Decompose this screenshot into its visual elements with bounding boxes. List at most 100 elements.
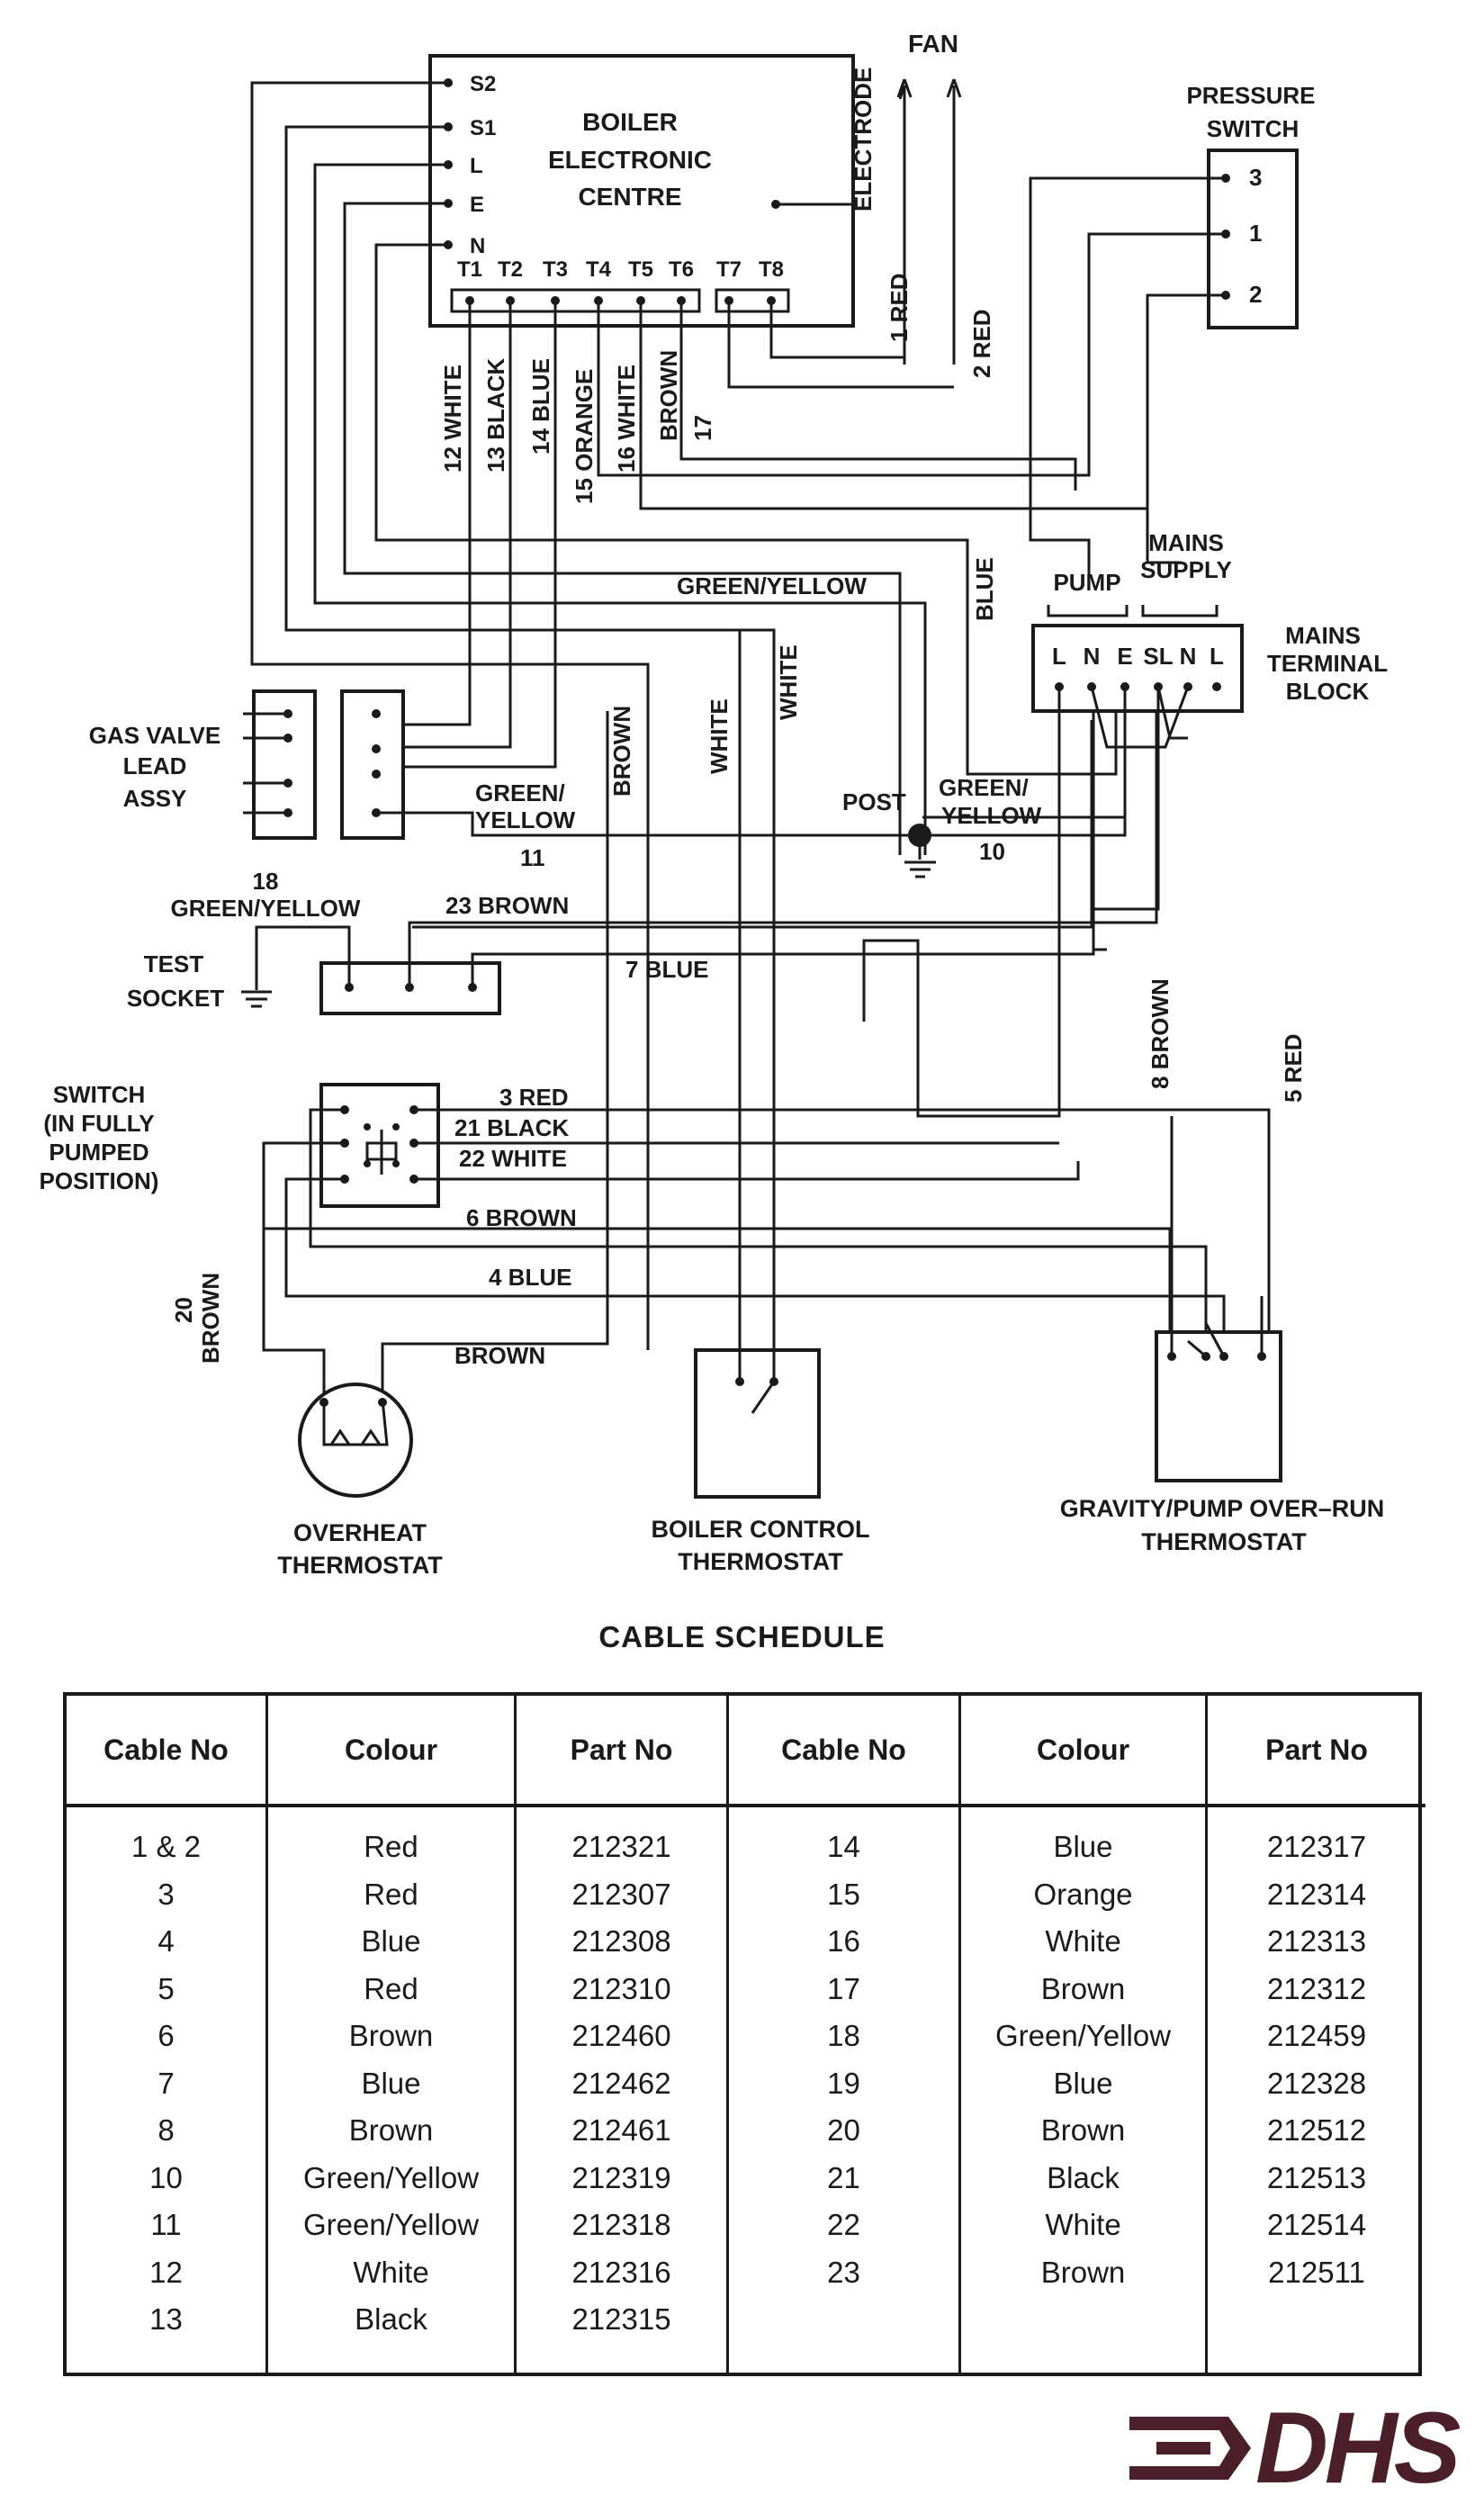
schedule-cell-colour: Green/Yellow: [302, 2160, 480, 2194]
schedule-cell-part: 212308: [571, 1924, 671, 1959]
schedule-cell-cable: 13: [149, 2302, 183, 2337]
schedule-cell-part: 212315: [571, 2302, 671, 2337]
post-terminal: [908, 824, 931, 847]
schedule-cell-colour: Black: [1047, 2160, 1120, 2194]
wiring-diagram: BOILER ELECTRONIC CENTRE S2 S1 L E N T1 …: [40, 30, 1389, 1579]
schedule-cell-part: 212511: [1268, 2255, 1365, 2289]
b8-label: 8 BROWN: [1147, 978, 1174, 1089]
pressure-pin-2: 2: [1249, 281, 1262, 308]
switch-label-2: (IN FULLY: [43, 1110, 154, 1137]
schedule-cell-cable: 12: [149, 2255, 183, 2289]
brown-bottom-label: BROWN: [454, 1342, 545, 1369]
schedule-cell-colour: Brown: [1040, 1971, 1126, 2005]
b4-label: 4 BLUE: [489, 1264, 571, 1291]
switch-label-1: SWITCH: [53, 1081, 146, 1108]
bec-pin-t1: T1: [457, 257, 482, 282]
schedule-cell-colour: Green/Yellow: [302, 2208, 480, 2242]
schedule-cell-part: 212513: [1266, 2160, 1367, 2194]
schedule-cell-cable: 8: [157, 2113, 175, 2148]
mains-pin-n1: N: [1084, 643, 1101, 670]
schedule-cell-colour: Blue: [361, 1924, 421, 1959]
schedule-cell-cable: 10: [149, 2160, 183, 2194]
schedule-cell-colour: Blue: [1053, 1830, 1113, 1864]
mid-labels: BLUE GREEN/YELLOW WHITE WHITE BROWN: [608, 557, 998, 797]
bec-bottom-wires: [396, 301, 1182, 769]
fan-label: FAN: [908, 30, 958, 58]
schedule-cell-part: 212319: [571, 2160, 671, 2194]
b7-label: 7 BLUE: [625, 956, 708, 983]
wire-15-label: 15 ORANGE: [571, 369, 598, 504]
boiler-electronic-centre: BOILER ELECTRONIC CENTRE S2 S1 L E N T1 …: [428, 54, 855, 328]
gravity-pump-overrun-thermostat: GRAVITY/PUMP OVER–RUN THERMOSTAT: [1060, 1116, 1384, 1555]
schedule-cell-colour: White: [1045, 2208, 1121, 2242]
brown-vertical-label: BROWN: [608, 706, 635, 797]
overheat-thermostat: 20 BROWN BROWN OVERHEAT THERMOSTAT: [170, 711, 609, 1579]
mains-block-1: MAINS: [1285, 622, 1361, 649]
gas-valve-label-3: ASSY: [123, 785, 187, 812]
schedule-cell-colour: Blue: [361, 2066, 421, 2100]
schedule-cell-cable: 16: [827, 1924, 860, 1959]
schedule-cell-part: 212307: [571, 1877, 671, 1911]
electrode-fan-leads: ELECTRODE FAN: [776, 30, 962, 365]
schedule-cell-cable: 18: [827, 2019, 860, 2053]
schedule-cell-colour: Green/Yellow: [994, 2019, 1172, 2053]
schedule-cell-part: 212512: [1266, 2113, 1367, 2148]
bec-pin-s1: S1: [470, 116, 496, 140]
mains-pin-l2: L: [1210, 643, 1224, 670]
header-colour-right: Colour: [961, 1696, 1205, 1807]
boiler-control-thermostat: BOILER CONTROL THERMOSTAT: [652, 630, 870, 1575]
green-yellow-top-label: GREEN/YELLOW: [677, 572, 867, 599]
schedule-cell-part: 212462: [571, 2066, 671, 2100]
w22-label: 22 WHITE: [459, 1145, 567, 1172]
pressure-switch-label-2: SWITCH: [1207, 115, 1300, 142]
wire-14-label: 14 BLUE: [527, 358, 554, 455]
brown20-label: BROWN: [197, 1273, 224, 1364]
test-socket-label-1: TEST: [144, 950, 204, 977]
schedule-cell-cable: 1 & 2: [130, 1830, 202, 1864]
schedule-cell-cable: 15: [827, 1877, 860, 1911]
red-1-label: 1 RED: [886, 273, 913, 342]
pump-label: PUMP: [1053, 569, 1120, 596]
boiler-control-label-2: THERMOSTAT: [678, 1548, 843, 1575]
schedule-cell-cable: 23: [827, 2255, 860, 2289]
schedule-cell-cable: 11: [150, 2208, 182, 2242]
gy10-label-b: YELLOW: [941, 802, 1042, 829]
schedule-cell-colour: White: [353, 2255, 429, 2289]
gas-valve-label-2: LEAD: [123, 752, 187, 779]
bec-pin-t4: T4: [586, 257, 612, 282]
mains-pin-sl: SL: [1143, 643, 1173, 670]
schedule-cell-colour: White: [1045, 1924, 1121, 1959]
schedule-cell-cable: 22: [827, 2208, 860, 2242]
n20-label: 20: [170, 1297, 197, 1323]
mains-pin-n2: N: [1180, 643, 1197, 670]
electrode-label: ELECTRODE: [850, 68, 877, 212]
schedule-cell-part: 212328: [1266, 2066, 1367, 2100]
gas-valve-label-1: GAS VALVE: [89, 722, 220, 749]
gy11-label-a: GREEN/: [475, 779, 565, 806]
schedule-cell-part: 212321: [571, 1830, 671, 1864]
n11-label: 11: [520, 844, 545, 871]
schedule-cell-cable: 20: [827, 2113, 860, 2148]
schedule-cell-cable: 19: [827, 2066, 860, 2100]
wire-16-label: 16 WHITE: [613, 365, 640, 473]
red-2-label: 2 RED: [968, 309, 995, 378]
gy18-label: GREEN/YELLOW: [171, 895, 361, 922]
pressure-pin-3: 3: [1249, 164, 1262, 191]
schedule-cell-part: 212514: [1266, 2208, 1367, 2242]
red-wires-1-2: 1 RED 2 RED: [727, 273, 995, 389]
switch-label-3: PUMPED: [49, 1139, 148, 1166]
dhs-logo-text: DHS: [1255, 2391, 1461, 2504]
schedule-cell-cable: 17: [827, 1971, 860, 2005]
bec-title-2: ELECTRONIC: [548, 146, 712, 174]
mains-pin-e: E: [1117, 643, 1132, 670]
header-cable-no-right: Cable No: [729, 1696, 958, 1807]
